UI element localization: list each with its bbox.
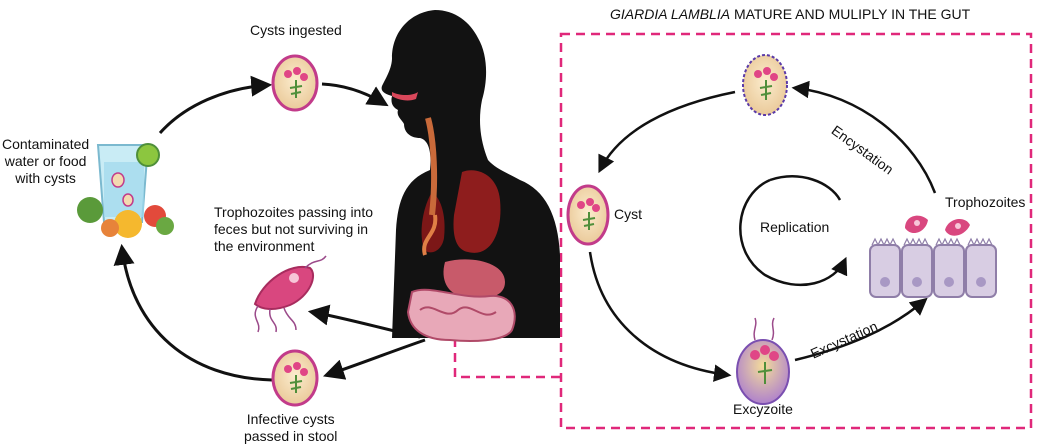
label-cysts-ingested: Cysts ingested (250, 22, 342, 39)
excyzoite-icon (737, 318, 789, 404)
cyst-icon (568, 186, 608, 244)
contaminated-water-food-icon (77, 144, 174, 238)
arrow-cyst-to-excyzoite (590, 252, 728, 375)
arrow-stool-to-food (122, 248, 272, 380)
label-cyst: Cyst (614, 206, 642, 223)
human-silhouette (382, 10, 560, 341)
arrow-encystation (795, 88, 935, 193)
cyst-infective-icon (273, 351, 317, 405)
label-trophozoites: Trophozoites (945, 194, 1025, 211)
label-infective-cysts: Infective cysts passed in stool (244, 411, 337, 445)
gut-epithelium-icon (870, 216, 996, 297)
arrow-gut-to-stool (327, 340, 425, 375)
cyst-ingested-icon (273, 56, 317, 110)
diagram-title: GIARDIA LAMBLIA MATURE AND MULIPLY IN TH… (610, 6, 970, 22)
arrow-mature-to-cyst (600, 92, 735, 170)
lungs (454, 170, 501, 253)
label-contaminated: Contaminated water or food with cysts (2, 136, 89, 187)
arrow-food-to-cyst (160, 85, 268, 133)
label-excyzoite: Excyzoite (733, 401, 793, 418)
label-trophozoites-passing: Trophozoites passing into feces but not … (214, 204, 373, 255)
label-replication: Replication (760, 219, 829, 236)
title-rest: MATURE AND MULIPLY IN THE GUT (730, 6, 970, 22)
title-italic: GIARDIA LAMBLIA (610, 6, 730, 22)
trophozoite-feces-icon (255, 256, 326, 332)
intestines (408, 290, 515, 341)
arrow-cyst-to-mouth (322, 84, 385, 104)
mature-cyst-icon (743, 55, 787, 115)
